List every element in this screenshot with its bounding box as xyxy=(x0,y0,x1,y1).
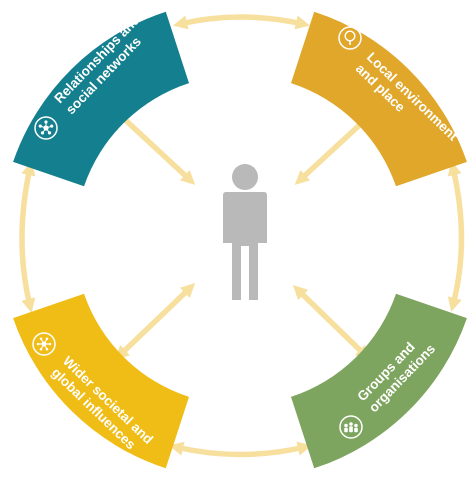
ring-arrow-top xyxy=(173,14,310,30)
ring-arrow-right xyxy=(447,161,465,312)
segment-band-relationships xyxy=(13,11,189,187)
network-icon xyxy=(34,116,58,140)
ring-arrow-bottom xyxy=(169,441,312,458)
segment-band-groups xyxy=(291,293,467,469)
globe-icon xyxy=(32,332,56,356)
segment-band-wider xyxy=(13,293,189,469)
segment-local: Local environmentand place xyxy=(291,11,467,187)
spoke-arrow-bottom-left xyxy=(114,283,196,360)
spoke-arrow-top-right xyxy=(294,115,371,185)
spoke-arrow-top-left xyxy=(114,110,196,185)
ring-arrow-left xyxy=(19,161,36,313)
person-icon xyxy=(223,164,267,300)
tree-icon xyxy=(338,26,362,50)
segment-band-local xyxy=(291,11,467,187)
segment-relationships: Relationships andsocial networks xyxy=(13,11,189,187)
segment-wider: Wider societal andglobal influences xyxy=(13,293,189,469)
group-icon xyxy=(339,415,363,439)
ring-arrows xyxy=(19,14,465,458)
spoke-arrows xyxy=(114,110,371,360)
spoke-arrow-bottom-right xyxy=(292,285,371,360)
segment-groups: Groups andorganisations xyxy=(291,293,467,469)
